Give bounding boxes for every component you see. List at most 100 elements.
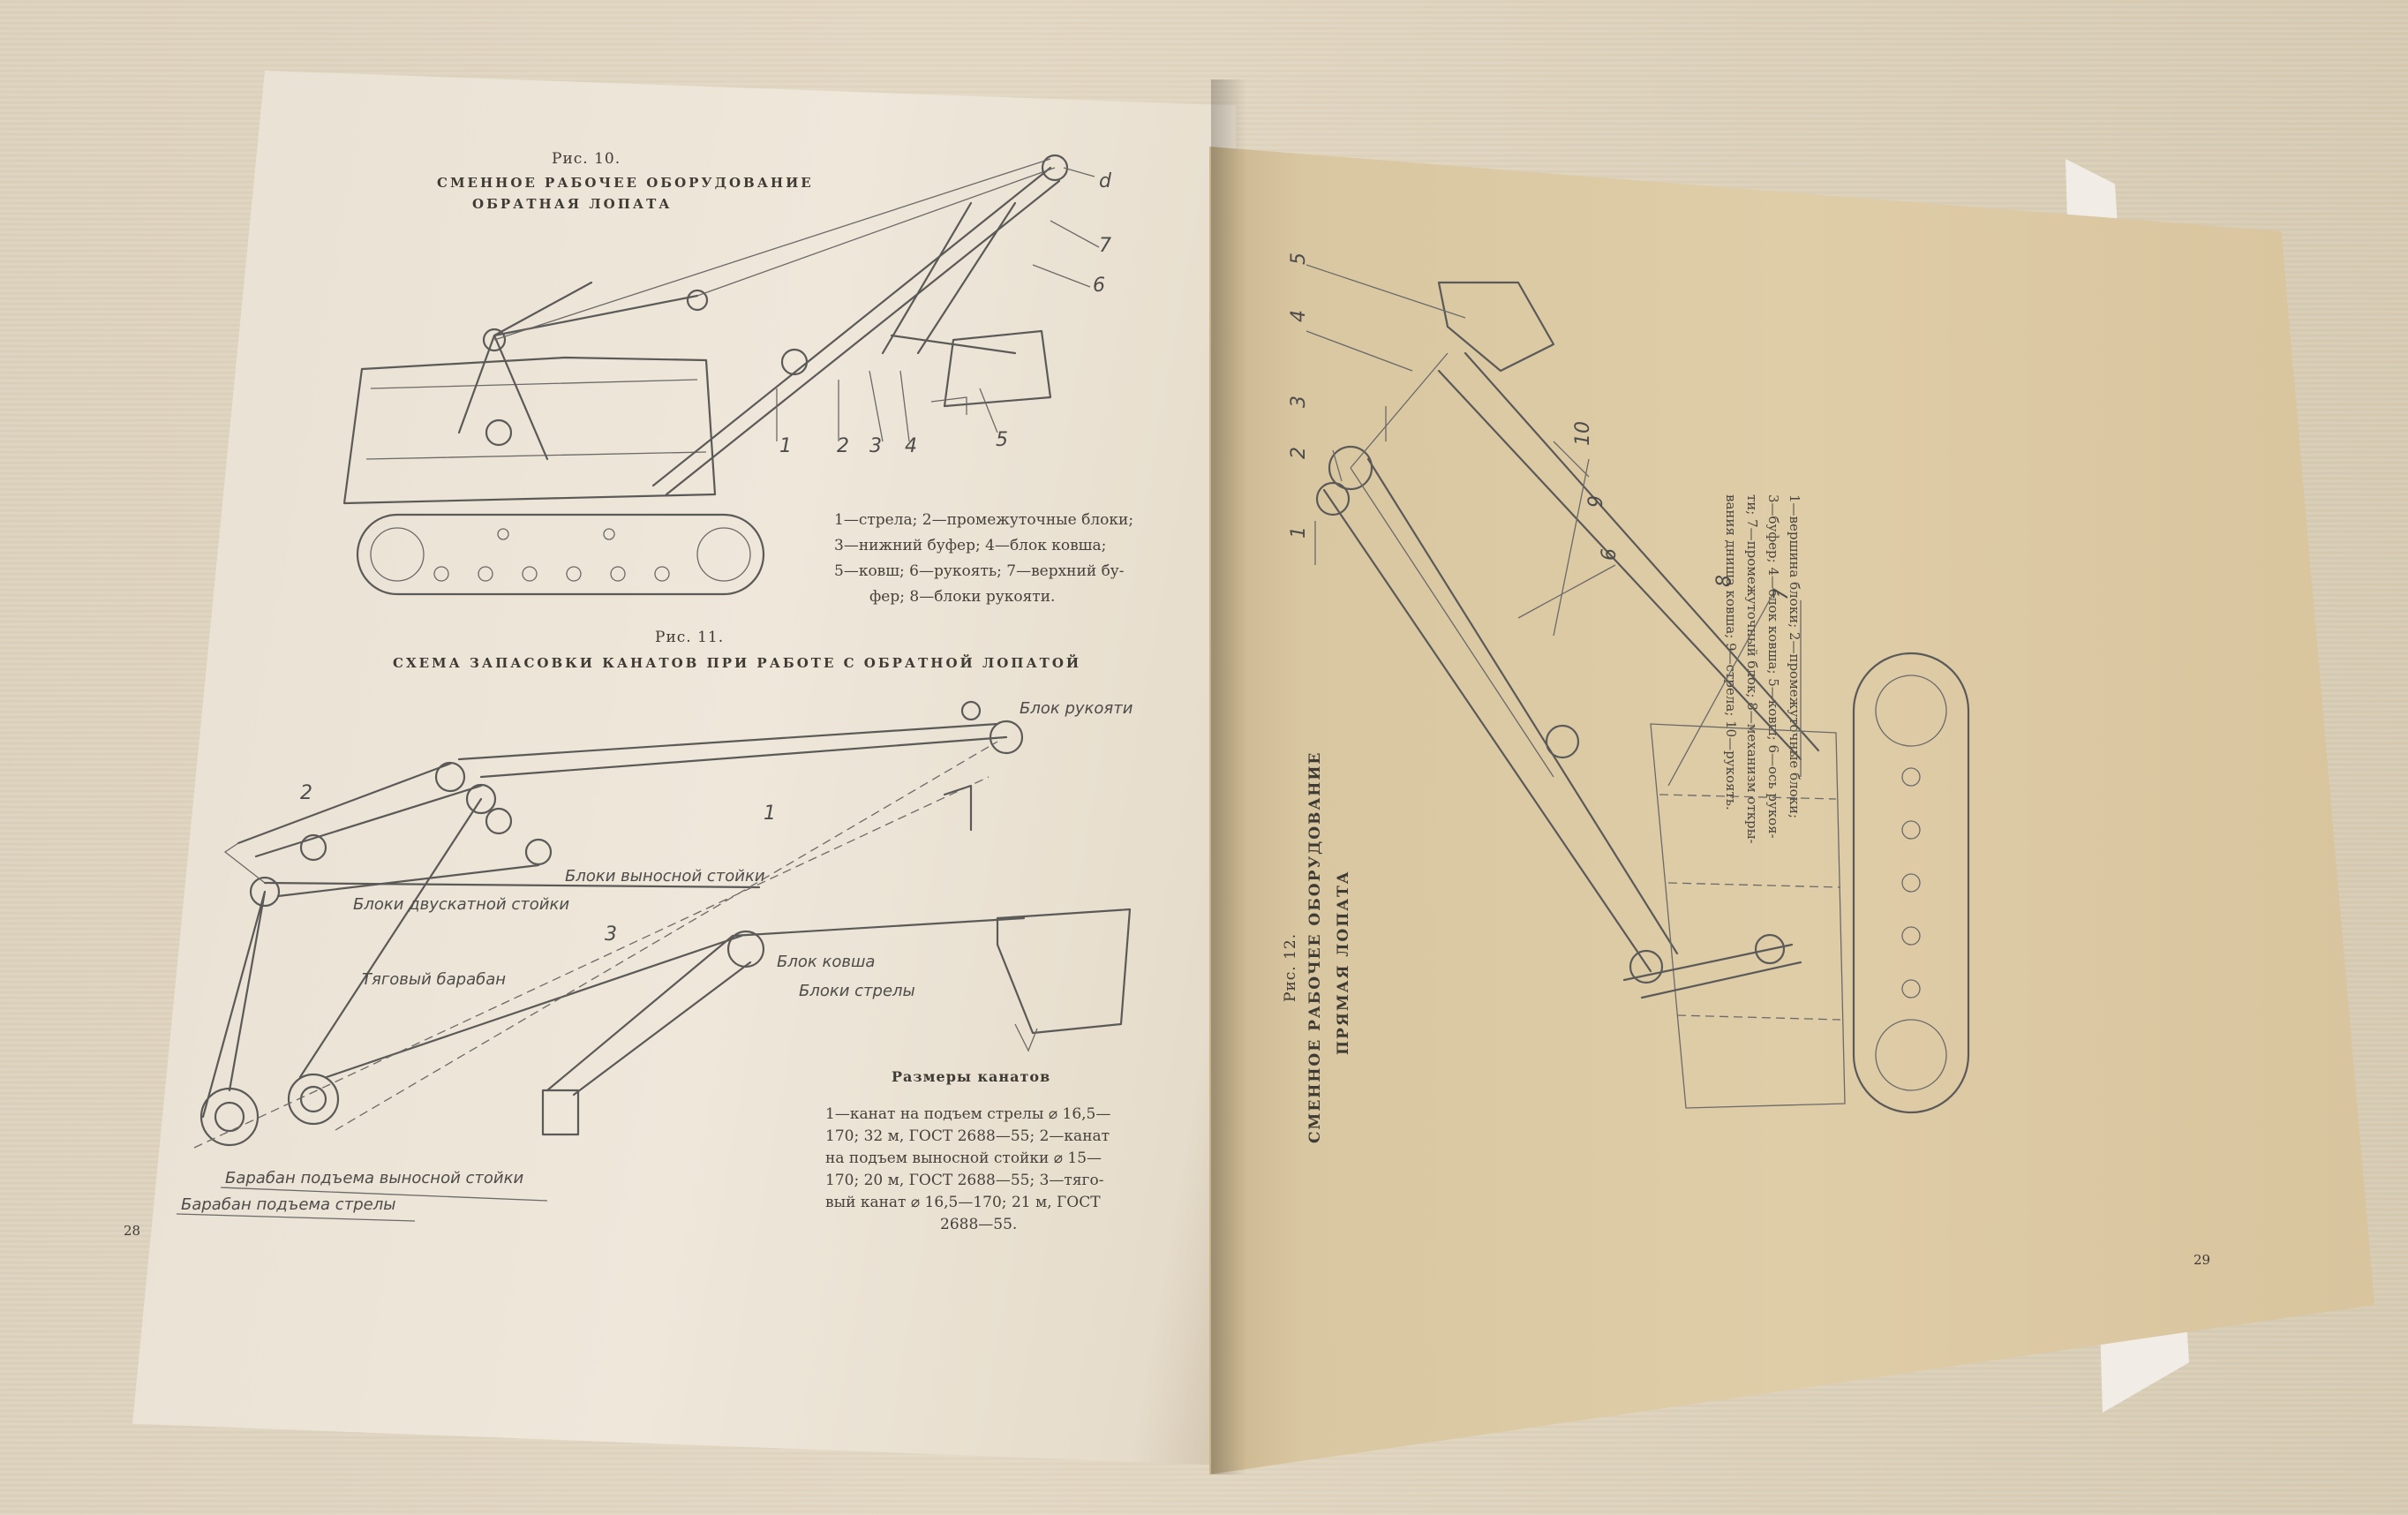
fig12-stick xyxy=(1437,351,1820,761)
page-number-left: 28 xyxy=(124,1223,141,1239)
fig12-saddle-sheave xyxy=(1754,933,1786,965)
fig12-callout-6: 6 xyxy=(1599,548,1621,561)
fig10-bucket xyxy=(943,329,1052,408)
fig12-cab-dashes xyxy=(1659,794,1841,1021)
fig11-bucket-block xyxy=(726,930,765,969)
fig12-callout-7: 7 xyxy=(1771,588,1793,600)
fig10-track xyxy=(356,513,765,596)
fig11-rope-1 xyxy=(457,722,1008,779)
ropes-text: 1—канат на подъем стрелы ⌀ 16,5— 170; 32… xyxy=(825,1104,1161,1236)
fig11-mast-sheave-3 xyxy=(485,807,513,835)
fig11-gantry-frame xyxy=(223,842,266,884)
fig11-callout-2: 2 xyxy=(300,782,312,804)
fig11-label-mast-sheaves: Блоки выносной стойки xyxy=(565,867,765,886)
book-spine-shadow xyxy=(1211,79,1246,1474)
fig12-boom xyxy=(1322,457,1679,973)
fig12-callout-4: 4 xyxy=(1288,310,1310,322)
fig11-drawing: Блок рукояти Блоки выносной стойки Блоки… xyxy=(176,699,1133,1222)
fig11-bucket xyxy=(996,908,1132,1035)
fig11-label-gantry-sheaves: Блоки двускатной стойки xyxy=(353,895,569,914)
ropes-line: 2688—55. xyxy=(940,1216,1018,1233)
fig11-centerlines xyxy=(193,741,998,1149)
fig10-legend-line: 5—ковш; 6—рукоять; 7—верхний бу- xyxy=(834,562,1125,580)
fig10-legend-line: 1—стрела; 2—промежуточные блоки; xyxy=(834,511,1134,529)
fig12-track-rollers xyxy=(1875,675,1947,1091)
fig10-callout-6: 6 xyxy=(1093,275,1105,297)
fig10-stick xyxy=(881,201,1017,355)
fig11-label-handle-block: Блок рукояти xyxy=(1020,699,1133,718)
fig11-label-underlines xyxy=(176,1187,548,1222)
fig11-callout-3: 3 xyxy=(605,923,617,946)
page-number-right: 29 xyxy=(2194,1252,2211,1268)
fig12-boom-sheave-2 xyxy=(1315,481,1351,516)
fig10-legend-line: 3—нижний буфер; 4—блок ковша; xyxy=(834,537,1107,554)
fig12-boom-point-sheave xyxy=(1328,445,1373,491)
fig12-leaders xyxy=(1306,264,1802,787)
fig11-handle-sheave xyxy=(989,720,1024,755)
fig11-title: СХЕМА ЗАПАСОВКИ КАНАТОВ ПРИ РАБОТЕ С ОБР… xyxy=(393,655,1082,671)
fig11-handle-hook xyxy=(943,784,973,832)
fig11-drum-ropes xyxy=(201,797,743,1119)
fig11-drum-2 xyxy=(287,1073,340,1126)
fig12-callout-9: 9 xyxy=(1585,495,1607,508)
fig11-label-boom-sheaves: Блоки стрелы xyxy=(799,982,915,1000)
fig11-mast-ropes xyxy=(237,762,761,898)
fig12-callout-1: 1 xyxy=(1288,526,1310,539)
fig11-label-mast-drum: Барабан подъема выносной стойки xyxy=(225,1169,523,1187)
fig11-bucket-tooth xyxy=(1014,1023,1038,1052)
fig10-callout-5: 5 xyxy=(996,429,1008,451)
fig11-label-bucket-block: Блок ковша xyxy=(777,953,875,971)
fig10-pendants xyxy=(493,158,1056,341)
ropes-line: 170; 20 м, ГОСТ 2688—55; 3—тяго- xyxy=(825,1172,1104,1189)
fig11-handle-sheave-small xyxy=(960,700,982,721)
fig10-number: Рис. 10. xyxy=(552,150,621,168)
ropes-line: на подъем выносной стойки ⌀ 15— xyxy=(825,1149,1102,1167)
fig10-cab xyxy=(342,356,717,505)
fig12-bucket xyxy=(1437,281,1555,373)
ropes-line: 170; 32 м, ГОСТ 2688—55; 2—канат xyxy=(825,1127,1110,1145)
fig10-drawing: 1 2 3 4 5 6 7 d xyxy=(342,154,1112,596)
fig11-gantry-sheave-1 xyxy=(299,833,327,862)
fig10-legend: 1—стрела; 2—промежуточные блоки; 3—нижни… xyxy=(834,508,1134,610)
fig11-label-drag-drum: Тяговый барабан xyxy=(362,970,506,989)
fig10-callout-3: 3 xyxy=(869,435,882,457)
fig11-label-boom-drum: Барабан подъема стрелы xyxy=(181,1195,395,1214)
fig11-gantry-sheave-2 xyxy=(249,876,281,908)
fig10-title-line2: ОБРАТНАЯ ЛОПАТА xyxy=(472,196,673,212)
fig10-gantry xyxy=(457,281,699,461)
fig10-callout-d: d xyxy=(1099,170,1112,192)
fig10-boom xyxy=(651,166,1061,496)
ropes-line: 1—канат на подъем стрелы ⌀ 16,5— xyxy=(825,1105,1111,1123)
fig12-callout-10: 10 xyxy=(1572,421,1594,446)
fig12-hoist-rope xyxy=(1350,352,1554,778)
fig10-callout-2: 2 xyxy=(837,435,849,457)
fig12-callout-8: 8 xyxy=(1713,575,1735,587)
fig12-callout-5: 5 xyxy=(1288,253,1310,265)
fig11-drum-1 xyxy=(199,1087,260,1147)
fig10-intermediate-sheave xyxy=(780,348,809,376)
fig10-upper-sheave xyxy=(686,289,709,312)
fig11-number: Рис. 11. xyxy=(655,629,725,646)
fig12-cab xyxy=(1650,723,1846,1109)
fig10-track-rollers xyxy=(370,527,751,582)
fig11-mast-sheave-4 xyxy=(524,838,553,866)
fig10-callout-7: 7 xyxy=(1099,235,1111,257)
fig11-drum-2-hub xyxy=(299,1085,327,1113)
ropes-heading: Размеры канатов xyxy=(892,1068,1051,1085)
fig12-drawing: 1 2 3 4 5 6 7 8 9 10 xyxy=(1288,253,1970,1114)
fig11-stick xyxy=(546,916,1026,1097)
fig12-base xyxy=(1622,943,1802,999)
fig10-title-line1: СМЕННОЕ РАБОЧЕЕ ОБОРУДОВАНИЕ xyxy=(437,175,814,191)
fig10-boom-point-sheave xyxy=(1041,154,1069,182)
fig10-cab-lines xyxy=(365,379,707,460)
fig10-gantry-sheave xyxy=(482,328,507,352)
fig12-foot-pin xyxy=(1629,949,1664,984)
fig10-bucket-teeth xyxy=(930,396,967,415)
fig11-callout-1: 1 xyxy=(764,803,776,825)
fig12-track xyxy=(1852,652,1970,1114)
fig10-legend-line: фер; 8—блоки рукояти. xyxy=(869,588,1056,606)
fig10-leaders xyxy=(776,167,1100,442)
fig10-callout-1: 1 xyxy=(779,435,792,457)
fig10-callout-4: 4 xyxy=(905,435,917,457)
